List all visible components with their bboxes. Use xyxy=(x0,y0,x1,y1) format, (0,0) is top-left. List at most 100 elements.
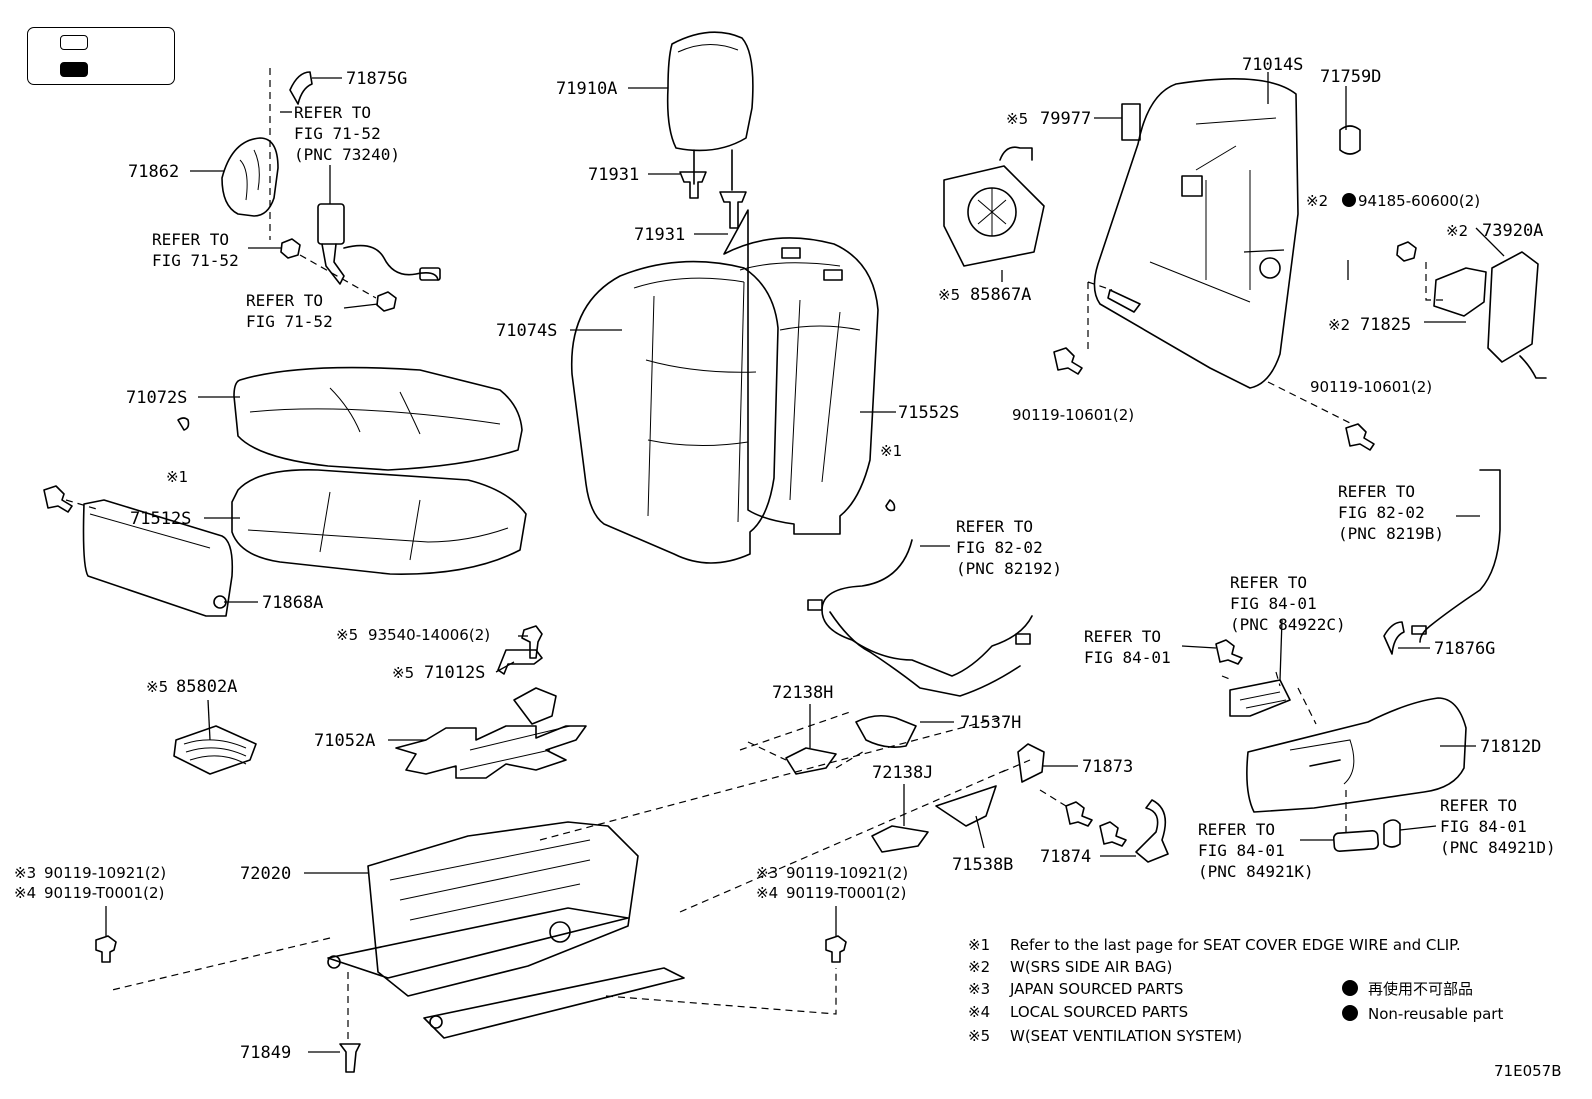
support-a-drawing xyxy=(679,171,707,199)
callout-71812d: 71812D xyxy=(1480,737,1541,757)
leader-lines xyxy=(105,72,1505,1053)
callout-71910a: 71910A xyxy=(556,79,617,99)
bracket-71538b-drawing xyxy=(935,785,997,827)
mark-1-a: ※1 xyxy=(166,468,188,486)
callout-71538b: 71538B xyxy=(952,855,1013,875)
part-71875g-drawing xyxy=(289,71,313,105)
mark-3-left: ※3 xyxy=(14,864,36,882)
bracket-71874-drawing xyxy=(1135,799,1169,863)
clip-1a-drawing xyxy=(177,417,190,431)
bolt-71874b-drawing xyxy=(1099,821,1127,847)
ref-knob-r-line3: (PNC 84921D) xyxy=(1440,838,1556,857)
callout-71862: 71862 xyxy=(128,162,179,182)
cushion-pad-drawing xyxy=(231,469,527,575)
mark-4-right: ※4 xyxy=(756,884,778,902)
ref-wire-line2: FIG 82-02 xyxy=(1338,503,1425,522)
pad-79977-drawing xyxy=(1121,103,1141,141)
seat-track-72020-drawing xyxy=(327,821,685,1039)
callout-71825: 71825 xyxy=(1360,315,1411,335)
mark-1-b: ※1 xyxy=(880,442,902,460)
callout-71931-b: 71931 xyxy=(634,225,685,245)
footnote-5-mark: ※5 xyxy=(968,1027,990,1045)
callout-71072s: 71072S xyxy=(126,388,187,408)
callout-71074s: 71074S xyxy=(496,321,557,341)
blower-85867a-drawing xyxy=(943,146,1045,267)
bolt-71849-drawing xyxy=(339,1043,361,1073)
mark-73920a: ※2 xyxy=(1446,222,1468,240)
harness-82192-drawing xyxy=(807,539,1033,697)
legend-box xyxy=(27,27,175,85)
footnote-4-mark: ※4 xyxy=(968,1003,990,1021)
cushion-cover-drawing xyxy=(233,366,523,471)
screw-93540-drawing xyxy=(521,625,543,659)
bracket-71537h-drawing xyxy=(855,714,917,748)
bolt-right-frame-drawing xyxy=(1345,423,1375,451)
seatback-pad-drawing xyxy=(723,209,879,535)
callout-71014s: 71014S xyxy=(1242,55,1303,75)
knob-84921d-drawing xyxy=(1383,819,1401,848)
support-b-drawing xyxy=(719,191,747,229)
ref-switch-line2: FIG 84-01 xyxy=(1230,594,1317,613)
nut-94185-drawing xyxy=(1396,241,1417,262)
callout-72020: 72020 xyxy=(240,864,291,884)
callout-90119-10921-left: 90119-10921(2) xyxy=(44,864,166,882)
fan-85802a-drawing xyxy=(173,725,257,775)
callout-71868a: 71868A xyxy=(262,593,323,613)
spring-71052a-drawing xyxy=(395,687,587,779)
ref-knob-r-line1: REFER TO xyxy=(1440,796,1517,815)
mark-4-left: ※4 xyxy=(14,884,36,902)
callout-71012s: 71012S xyxy=(424,663,485,683)
callout-71849: 71849 xyxy=(240,1043,291,1063)
callout-90119-10601-b: 90119-10601(2) xyxy=(1310,378,1432,396)
callout-73920a: 73920A xyxy=(1482,221,1543,241)
footnotes: ※1 Refer to the last page for SEAT COVER… xyxy=(968,936,1461,1045)
key-dot-jp xyxy=(1342,980,1358,996)
callout-79977: 79977 xyxy=(1040,109,1091,129)
callout-71875g: 71875G xyxy=(346,69,407,89)
mark-85802a: ※5 xyxy=(146,678,168,696)
headrest-drawing xyxy=(666,31,754,191)
footnote-3-mark: ※3 xyxy=(968,980,990,998)
callout-90119-10601-a: 90119-10601(2) xyxy=(1012,406,1134,424)
mark-3-right: ※3 xyxy=(756,864,778,882)
ref-knob-l-line1: REFER TO xyxy=(1198,820,1275,839)
seatback-frame-drawing xyxy=(1093,78,1299,389)
callout-71537h: 71537H xyxy=(960,713,1021,733)
cushion-shield-drawing xyxy=(82,499,234,617)
ref-seatbelt-line1: REFER TO xyxy=(294,103,371,122)
ref-seatbelt-line3: (PNC 73240) xyxy=(294,145,400,164)
key-en-text: Non-reusable part xyxy=(1368,1005,1503,1023)
legend-swatch-open xyxy=(60,35,88,50)
ref-knob-r-line2: FIG 84-01 xyxy=(1440,817,1527,836)
ref-bolt-a-line2: FIG 71-52 xyxy=(152,251,239,270)
mark-94185: ※2 xyxy=(1306,192,1328,210)
ref-switch-line3: (PNC 84922C) xyxy=(1230,615,1346,634)
callout-72138h: 72138H xyxy=(772,683,833,703)
side-shield-71812d-drawing xyxy=(1246,697,1467,813)
cover-72138h-drawing xyxy=(785,747,837,775)
ref-bolt-b-line2: FIG 71-52 xyxy=(246,312,333,331)
callout-93540: 93540-14006(2) xyxy=(368,626,490,644)
refer-to-notes: REFER TO FIG 71-52 (PNC 73240) REFER TO … xyxy=(152,103,1556,881)
callout-94185: 94185-60600(2) xyxy=(1358,192,1480,210)
footnote-3-text: JAPAN SOURCED PARTS xyxy=(1009,980,1183,998)
nut-b-drawing xyxy=(376,291,397,312)
cap-71759d-drawing xyxy=(1339,125,1361,155)
nut-a-drawing xyxy=(280,238,301,259)
bracket-71873-drawing xyxy=(1017,743,1045,783)
wire-8219b-drawing xyxy=(1419,469,1501,643)
mark-79977: ※5 xyxy=(1006,110,1028,128)
ref-harness-line3: (PNC 82192) xyxy=(956,559,1062,578)
ref-screw-line2: FIG 84-01 xyxy=(1084,648,1171,667)
ref-bolt-b-line1: REFER TO xyxy=(246,291,323,310)
seatback-cover-drawing xyxy=(570,260,779,564)
figure-code: 71E057B xyxy=(1494,1062,1562,1080)
callout-72138j: 72138J xyxy=(872,763,933,783)
non-reusable-key: 再使用不可部品 Non-reusable part xyxy=(1342,980,1503,1023)
footnote-2-mark: ※2 xyxy=(968,958,990,976)
ref-bolt-a-line1: REFER TO xyxy=(152,230,229,249)
switch-84922c-drawing xyxy=(1229,679,1291,717)
footnote-4-text: LOCAL SOURCED PARTS xyxy=(1010,1003,1188,1021)
callout-71874: 71874 xyxy=(1040,847,1091,867)
ref-switch-line1: REFER TO xyxy=(1230,573,1307,592)
